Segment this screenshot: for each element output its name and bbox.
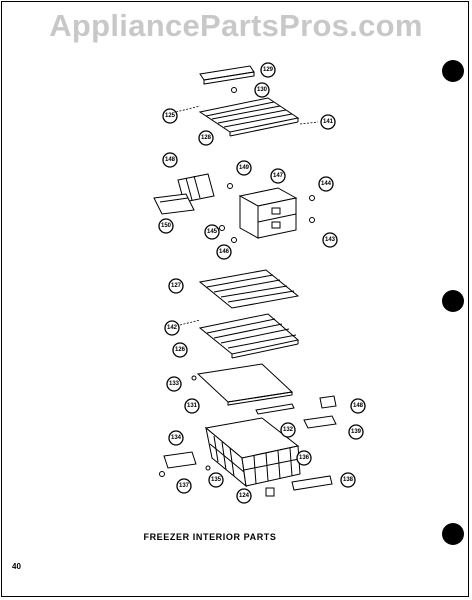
callout-148: 148 <box>162 152 178 168</box>
diagram-caption: FREEZER INTERIOR PARTS <box>143 532 277 542</box>
part-trim-132 <box>255 403 295 415</box>
watermark-text: AppliancePartsPros.com <box>49 8 423 43</box>
svg-text:148: 148 <box>353 403 364 409</box>
part-wire-shelf-top <box>198 97 300 137</box>
callout-135: 135 <box>208 472 224 488</box>
callout-150: 150 <box>158 218 174 234</box>
svg-text:139: 139 <box>351 429 362 435</box>
svg-text:138: 138 <box>343 477 354 483</box>
callout-139: 139 <box>348 424 364 440</box>
svg-text:136: 136 <box>299 455 310 461</box>
svg-text:149: 149 <box>239 165 250 171</box>
callout-147: 147 <box>270 168 286 184</box>
part-bracket-148b <box>319 395 337 409</box>
callout-126: 126 <box>172 342 188 358</box>
part-clip-146 <box>231 237 237 243</box>
callout-143: 143 <box>322 232 338 248</box>
svg-text:142: 142 <box>167 325 178 331</box>
svg-text:132: 132 <box>283 427 294 433</box>
svg-text:141: 141 <box>323 119 334 125</box>
part-cover-131 <box>196 363 294 406</box>
svg-text:146: 146 <box>219 249 230 255</box>
svg-text:148: 148 <box>165 157 176 163</box>
callout-129: 129 <box>260 62 276 78</box>
svg-text:127: 127 <box>171 283 182 289</box>
callout-148b: 148 <box>350 398 366 414</box>
callout-133: 133 <box>166 376 182 392</box>
callout-132: 132 <box>280 422 296 438</box>
svg-text:145: 145 <box>207 229 218 235</box>
part-wire-shelf-126 <box>198 313 300 359</box>
part-screw-130 <box>231 87 237 93</box>
callout-134: 134 <box>168 430 184 446</box>
callout-136: 136 <box>296 450 312 466</box>
svg-text:130: 130 <box>257 87 268 93</box>
svg-text:137: 137 <box>179 483 190 489</box>
binder-hole-top <box>442 60 464 82</box>
svg-text:143: 143 <box>325 237 336 243</box>
part-clip-133 <box>191 375 197 381</box>
svg-text:134: 134 <box>171 435 182 441</box>
svg-text:129: 129 <box>263 67 274 73</box>
svg-text:128: 128 <box>201 135 212 141</box>
callout-142: 142 <box>164 320 180 336</box>
part-screw-137 <box>159 471 165 477</box>
part-knob-124 <box>265 487 275 497</box>
part-bin-147 <box>238 187 298 239</box>
part-clip-144 <box>309 195 315 201</box>
callout-141: 141 <box>320 114 336 130</box>
svg-text:147: 147 <box>273 173 284 179</box>
svg-text:131: 131 <box>187 403 198 409</box>
callout-124: 124 <box>236 488 252 504</box>
part-rail-150 <box>153 193 195 215</box>
part-slide-134 <box>163 451 197 469</box>
callout-127: 127 <box>168 278 184 294</box>
svg-text:133: 133 <box>169 381 180 387</box>
svg-text:150: 150 <box>161 223 172 229</box>
callout-125: 125 <box>162 108 178 124</box>
part-rail-138 <box>291 475 333 491</box>
callout-138: 138 <box>340 472 356 488</box>
callout-128: 128 <box>198 130 214 146</box>
callout-145: 145 <box>204 224 220 240</box>
callout-146: 146 <box>216 244 232 260</box>
part-clip-145 <box>219 225 225 231</box>
callout-149: 149 <box>236 160 252 176</box>
page-number: 40 <box>12 562 21 571</box>
part-shelf-trim-top <box>199 65 255 85</box>
callout-130: 130 <box>254 82 270 98</box>
part-basket-136 <box>204 417 301 488</box>
part-clip-149 <box>227 183 233 189</box>
svg-text:125: 125 <box>165 113 176 119</box>
part-clip-135 <box>205 465 211 471</box>
part-clip-143 <box>309 217 315 223</box>
callout-131: 131 <box>184 398 200 414</box>
binder-hole-bottom <box>442 523 464 545</box>
svg-text:135: 135 <box>211 477 222 483</box>
part-rail-139 <box>303 415 337 429</box>
part-wire-shelf-127 <box>198 269 300 309</box>
svg-text:124: 124 <box>239 493 250 499</box>
binder-hole-middle <box>442 290 464 312</box>
svg-text:144: 144 <box>321 181 332 187</box>
callout-137: 137 <box>176 478 192 494</box>
svg-text:126: 126 <box>175 347 186 353</box>
callout-144: 144 <box>318 176 334 192</box>
